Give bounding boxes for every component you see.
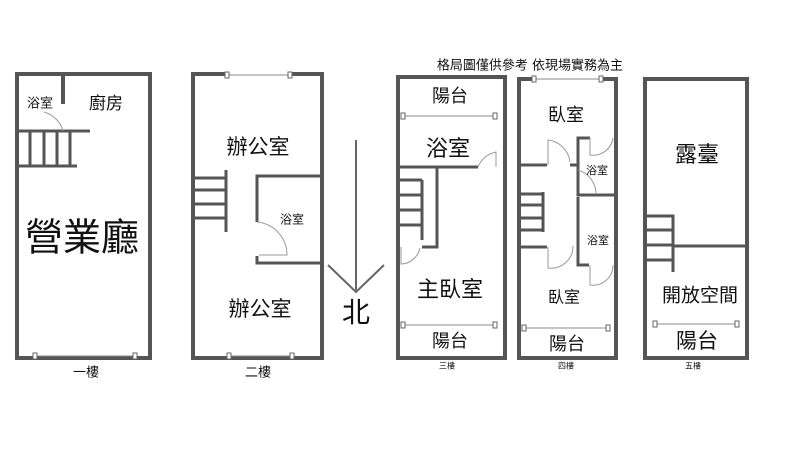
room-label: 陽台 <box>676 329 718 353</box>
room-label: 陽台 <box>432 331 468 352</box>
room-label: 浴室 <box>587 233 609 247</box>
disclaimer-title: 格局圖僅供參考 依現場實務為主 <box>437 58 623 74</box>
floor-2: 辦公室 浴室 辦公室 二樓 <box>191 71 324 381</box>
room-label: 臥室 <box>548 105 584 126</box>
door-arc <box>43 111 64 132</box>
floor-1: 浴室 廚房 營業廳 一樓 <box>15 72 152 381</box>
room-label: 辦公室 <box>227 135 290 159</box>
floor-5: 露臺 開放空間 陽台 五樓 <box>643 77 749 371</box>
room-label: 開放空間 <box>662 285 738 307</box>
room-label: 浴室 <box>426 137 470 162</box>
floor-label: 三樓 <box>439 361 455 371</box>
stairs <box>519 192 545 232</box>
floor-label: 四樓 <box>558 361 574 371</box>
room-label: 浴室 <box>586 163 608 177</box>
floor-label: 五樓 <box>685 361 701 371</box>
room-label: 廚房 <box>89 93 123 114</box>
stairs <box>193 176 226 220</box>
room-label: 浴室 <box>27 96 53 112</box>
room-label: 臥室 <box>548 288 580 307</box>
floor-4: 臥室 浴室 浴室 臥室 陽台 四樓 <box>517 75 618 371</box>
stairs <box>645 228 673 262</box>
room-label: 主臥室 <box>417 278 483 303</box>
floor-label: 一樓 <box>73 366 99 381</box>
north-arrow: 北 <box>327 140 385 329</box>
room-label: 營業廳 <box>25 216 139 260</box>
floor-label: 二樓 <box>245 366 271 381</box>
room-label: 辦公室 <box>229 297 292 321</box>
stairs <box>398 178 424 240</box>
stairs <box>28 131 72 166</box>
room-label: 露臺 <box>675 143 719 168</box>
room-label: 浴室 <box>280 212 304 227</box>
floor-3: 陽台 浴室 主臥室 陽台 三樓 <box>396 75 507 371</box>
room-label: 陽台 <box>432 86 468 107</box>
north-label: 北 <box>342 296 370 329</box>
room-label: 陽台 <box>549 334 585 355</box>
